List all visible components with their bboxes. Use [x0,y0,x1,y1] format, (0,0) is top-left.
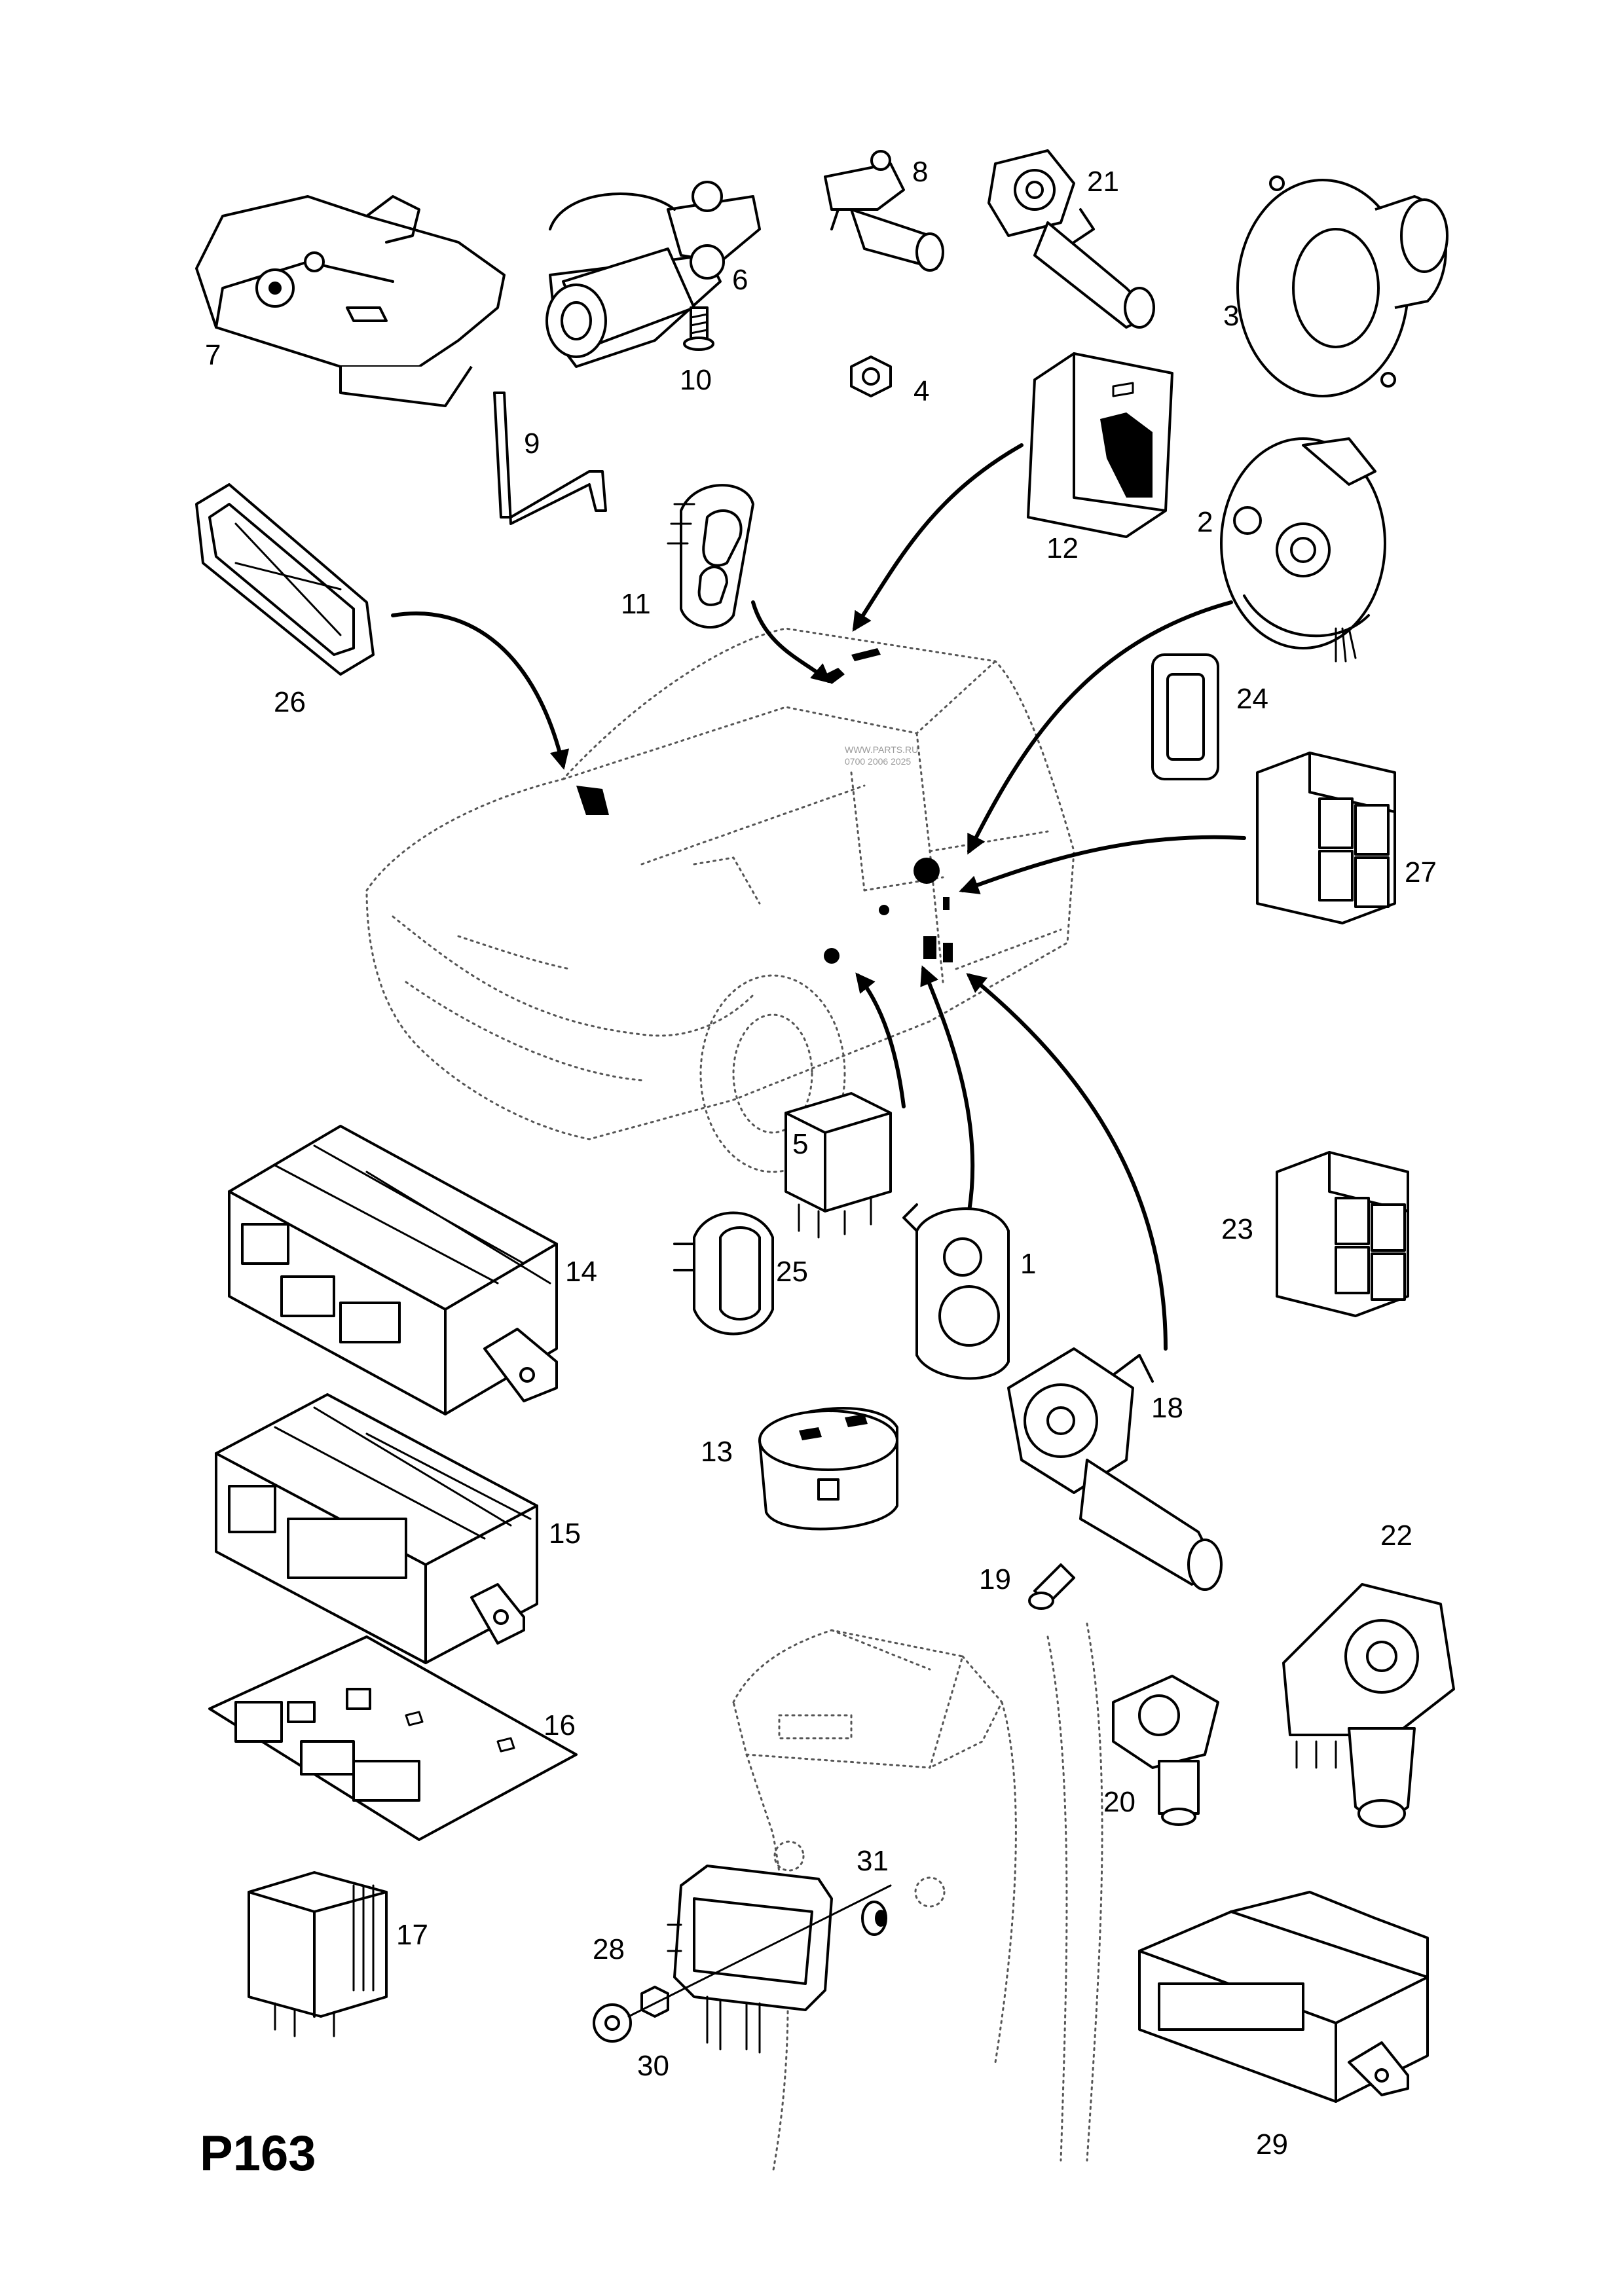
callout-20: 20 [1103,1786,1135,1818]
part-15-control-unit[interactable] [215,1393,538,1664]
callout-10: 10 [680,364,712,396]
part-20-motor[interactable] [1112,1675,1219,1826]
part-9-hex-key[interactable] [493,392,607,525]
part-1-switch[interactable] [902,1203,1010,1380]
watermark-line-2: 0700 2006 2025 [845,756,911,767]
car-outline [365,627,1075,1173]
callout-17: 17 [396,1919,428,1951]
callout-30: 30 [637,2050,669,2082]
part-11-switch[interactable] [667,484,754,629]
callout-15: 15 [549,1518,581,1550]
part-3-speaker[interactable] [1236,175,1449,397]
callout-25: 25 [776,1256,808,1288]
car-part-markers [576,648,953,964]
part-10-screw[interactable] [683,306,714,351]
leader-arrows [391,443,1246,1351]
callout-21: 21 [1087,166,1119,198]
callout-3: 3 [1223,300,1239,332]
watermark: WWW.PARTS.RU 0700 2006 2025 [845,744,918,767]
callout-5: 5 [792,1128,808,1160]
callout-18: 18 [1151,1392,1183,1424]
callout-24: 24 [1236,683,1268,715]
part-17-relay[interactable] [248,1871,388,2037]
callout-13: 13 [701,1436,733,1468]
callout-22: 22 [1380,1520,1412,1552]
part-26-frame[interactable] [195,483,375,676]
callout-labels: 1 2 3 4 5 6 7 8 9 10 11 12 13 14 15 16 1… [205,156,1437,2160]
callout-7: 7 [205,339,221,371]
part-8-motor[interactable] [824,150,944,272]
part-29-control-unit[interactable] [1138,1891,1429,2103]
part-16-circuit-board[interactable] [208,1635,578,1841]
callout-12: 12 [1046,532,1079,564]
part-21-window-motor[interactable] [987,149,1155,329]
watermark-line-1: WWW.PARTS.RU [845,744,918,755]
callout-4: 4 [913,375,929,407]
part-25-switch[interactable] [673,1211,774,1336]
callout-6: 6 [732,264,748,296]
part-28-module[interactable] [667,1840,833,2054]
part-13-switch[interactable] [758,1407,898,1531]
page-code: P163 [200,2126,316,2181]
part-24-cover[interactable] [1151,653,1219,780]
callout-27: 27 [1405,856,1437,888]
part-4-nut[interactable] [850,355,892,397]
callout-16: 16 [544,1709,576,1741]
part-27-switch[interactable] [1256,752,1396,924]
callout-19: 19 [979,1563,1011,1595]
part-14-control-unit[interactable] [228,1125,558,1415]
part-19-screw[interactable] [1028,1563,1075,1610]
part-22-window-motor[interactable] [1282,1583,1455,1828]
callout-1: 1 [1020,1248,1036,1280]
part-5-relay[interactable] [784,1092,892,1239]
callout-11: 11 [621,588,651,620]
callout-14: 14 [565,1256,597,1288]
part-23-switch[interactable] [1276,1151,1409,1317]
part-12-switch[interactable] [1027,352,1173,538]
part-6-motor[interactable] [545,181,761,368]
part-2-motor-assembly[interactable] [1220,437,1386,663]
part-18-window-motor[interactable] [1007,1347,1223,1591]
callout-29: 29 [1256,2128,1288,2160]
callout-31: 31 [857,1845,889,1877]
part-30-nut[interactable] [593,1884,892,2043]
part-7-lock-actuator[interactable] [195,195,506,407]
callout-26: 26 [274,686,306,718]
callout-8: 8 [912,156,928,188]
callout-9: 9 [524,428,540,460]
pillar-outline [732,1622,1103,2175]
callout-28: 28 [593,1933,625,1965]
callout-2: 2 [1197,506,1213,538]
callout-23: 23 [1221,1213,1253,1245]
part-31-grommet[interactable] [861,1876,946,1936]
